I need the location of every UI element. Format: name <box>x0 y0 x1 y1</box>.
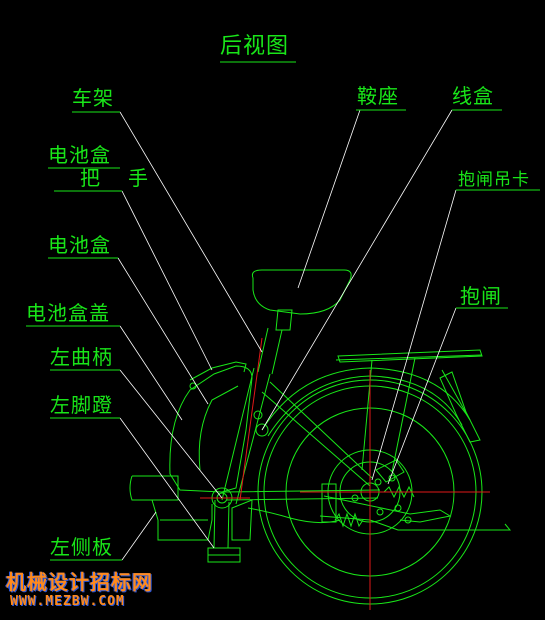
label-battery-cover: 电池盒盖 <box>26 301 110 325</box>
battery-box-inner <box>198 385 239 471</box>
rack-mid <box>335 354 483 361</box>
leader-left-pedal <box>119 417 215 549</box>
side-panel-top <box>129 475 179 501</box>
saddle-shape <box>251 269 352 315</box>
brake-cable <box>247 507 341 524</box>
seat-post-r <box>271 329 283 375</box>
frame-joint <box>255 423 269 437</box>
watermark-url: WWW.MEZBW.COM <box>10 594 125 609</box>
leader-left-crank <box>119 369 223 499</box>
battery-lock <box>189 382 197 390</box>
rear-fender-inner <box>267 375 463 437</box>
label-left-pedal: 左脚蹬 <box>50 393 113 417</box>
fender-tail <box>439 371 481 443</box>
battery-box-lid <box>189 361 247 381</box>
leader-frame <box>119 111 263 353</box>
label-left-side-panel: 左侧板 <box>50 535 113 559</box>
rack-stay-2 <box>391 357 416 473</box>
leader-brake <box>387 307 457 485</box>
side-panel-block <box>151 499 213 541</box>
brake-arm <box>323 495 452 523</box>
watermark-name: 机械设计招标网 <box>6 570 153 594</box>
label-frame: 车架 <box>72 86 114 110</box>
seat-stay-upper <box>261 391 371 487</box>
brake-spring <box>334 512 364 528</box>
label-battery-box-2: 电池盒 <box>48 233 111 257</box>
frame-joint-2 <box>253 410 263 420</box>
label-brake-hanger: 抱闸吊卡 <box>458 170 530 190</box>
label-battery-box-1: 电池盒 <box>48 143 111 167</box>
label-brake: 抱闸 <box>460 284 502 308</box>
seat-stay-lower <box>269 381 373 479</box>
seat-tube <box>221 367 271 505</box>
axle-clamp <box>321 483 337 523</box>
label-wire-box: 线盒 <box>452 84 494 108</box>
page-title: 后视图 <box>220 34 290 59</box>
leader-brake-hanger <box>371 189 457 481</box>
label-saddle: 鞍座 <box>357 84 399 108</box>
leader-wire-box <box>261 109 453 431</box>
leader-saddle <box>297 109 361 289</box>
seat-clamp <box>275 309 293 331</box>
brake-spring-2 <box>383 485 415 499</box>
frame-centerline <box>239 337 263 501</box>
label-left-crank: 左曲柄 <box>50 345 113 369</box>
battery-box-body <box>169 365 253 493</box>
brake-cam <box>375 459 405 483</box>
hub-bolt <box>374 478 382 486</box>
label-handle: 把 手 <box>80 166 152 190</box>
chain-stay <box>221 489 381 501</box>
leader-side-panel <box>121 511 157 561</box>
seat-post-l <box>257 327 269 373</box>
hub-bolt-2 <box>388 474 396 482</box>
leader-battery-box <box>117 257 209 405</box>
pedal <box>207 547 241 563</box>
hub-bolt-3 <box>376 508 384 516</box>
leader-battery-cover <box>119 325 183 421</box>
hub-bolt-6 <box>404 516 412 524</box>
rack-stay-3 <box>441 369 471 421</box>
leader-handle <box>121 190 213 371</box>
chain-guard <box>231 499 253 541</box>
